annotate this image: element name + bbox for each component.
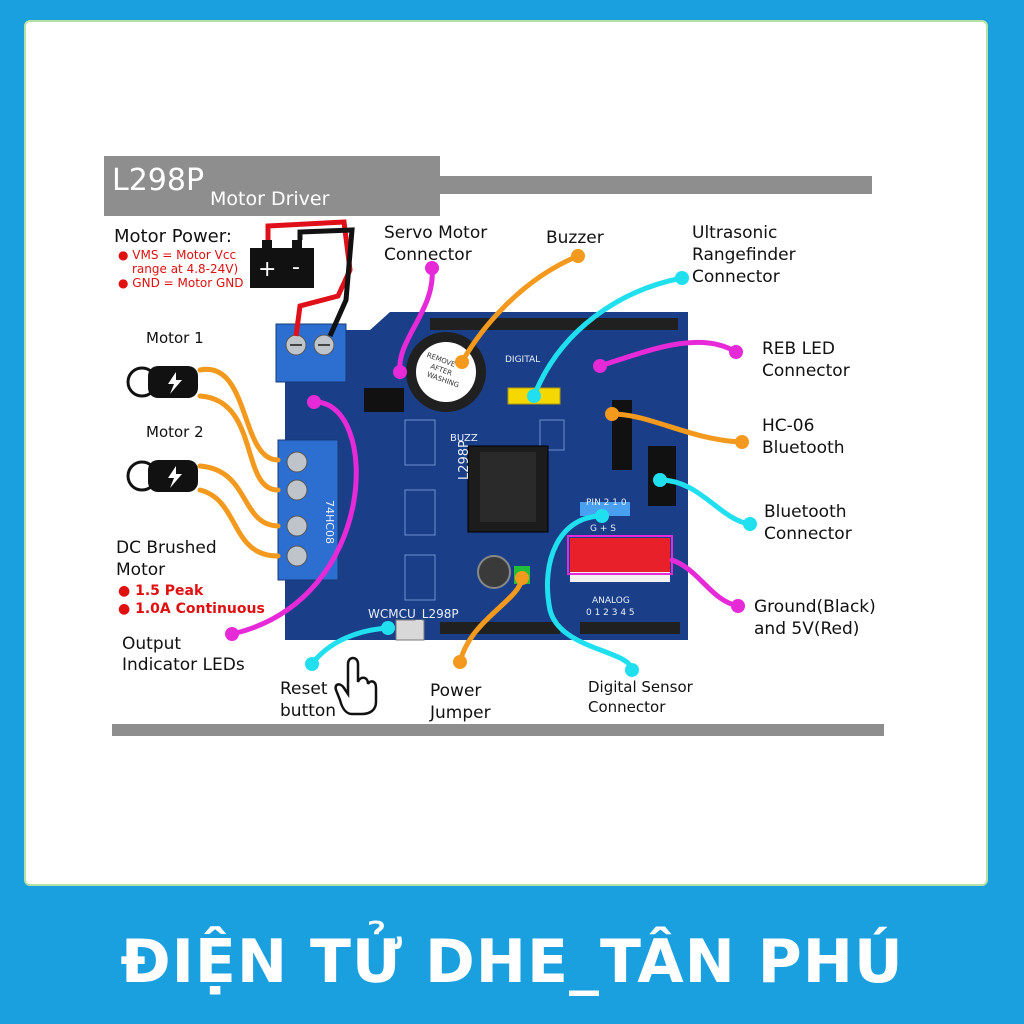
- label-output-leds-2: Indicator LEDs: [122, 655, 245, 675]
- motor-power-note-2: range at 4.8-24V): [132, 262, 239, 276]
- label-ultrasonic-2: Rangefinder: [692, 245, 796, 265]
- top-header: [430, 318, 678, 330]
- capacitor: [477, 555, 511, 589]
- bottom-header: [580, 622, 680, 634]
- label-ultrasonic-1: Ultrasonic: [692, 223, 778, 243]
- reset-button-part: [395, 619, 425, 641]
- cyan-callouts: [309, 275, 753, 673]
- motor-power-note-3: ● GND = Motor GND: [118, 276, 244, 290]
- black-wire: [297, 227, 355, 338]
- battery-icon: + -: [250, 240, 314, 288]
- svg-text:-: -: [292, 255, 300, 280]
- bottom-header-left: [440, 622, 560, 634]
- label-power-jumper-1: Power: [430, 681, 482, 701]
- label-buzzer: Buzzer: [546, 228, 604, 248]
- label-dc-motor-1: DC Brushed: [116, 538, 217, 558]
- board-pin-text: PIN 2 1 0: [586, 498, 627, 508]
- label-reset-1: Reset: [280, 679, 328, 699]
- label-power-jumper-2: Jumper: [430, 703, 491, 723]
- power-terminal: [275, 323, 347, 383]
- board-ic-text: 74HC08: [323, 500, 336, 544]
- title-sub: Motor Driver: [210, 188, 330, 210]
- label-continuous: ● 1.0A Continuous: [118, 601, 265, 617]
- label-servo-2: Connector: [384, 245, 472, 265]
- title-main: L298P: [112, 163, 205, 198]
- label-reb-led-1: REB LED: [762, 339, 835, 359]
- board-analog-text: ANALOG: [592, 596, 630, 606]
- label-servo-1: Servo Motor: [384, 223, 488, 243]
- board-analog-nums: 0 1 2 3 4 5: [586, 608, 635, 618]
- bullet: ●: [118, 248, 133, 262]
- label-dc-motor-2: Motor: [116, 560, 166, 580]
- title-box: [104, 156, 440, 216]
- orange-callouts: [197, 253, 745, 665]
- servo-pins: [364, 388, 404, 412]
- board-buzz-text: BUZZ: [450, 433, 478, 444]
- motor2-icon: [126, 460, 198, 492]
- digital-sensor-header: [580, 502, 630, 516]
- analog-header-red: [570, 538, 670, 572]
- magenta-callouts: [229, 265, 741, 637]
- label-peak: ● 1.5 Peak: [118, 583, 204, 599]
- label-bt-conn-1: Bluetooth: [764, 502, 847, 522]
- footer-brand: ĐIỆN TỬ DHE_TÂN PHÚ: [120, 927, 904, 997]
- label-hc06-2: Bluetooth: [762, 438, 845, 458]
- label-bt-conn-2: Connector: [764, 524, 852, 544]
- title-bar: [438, 176, 872, 194]
- label-digital-sensor-2: Connector: [588, 698, 666, 716]
- label-digital-sensor-1: Digital Sensor: [588, 678, 693, 696]
- board-model: WCMCU_L298P: [368, 607, 459, 621]
- motor1-icon: [126, 366, 198, 398]
- label-ground-2: and 5V(Red): [754, 619, 860, 639]
- hand-pointer-icon: [334, 656, 378, 716]
- label-hc06-1: HC-06: [762, 416, 815, 436]
- board-gvs-text: G + S: [590, 524, 616, 534]
- bullet: ●: [118, 276, 133, 290]
- label-ultrasonic-3: Connector: [692, 267, 780, 287]
- label-motor2: Motor 2: [146, 423, 204, 441]
- board-digital-text: DIGITAL: [505, 355, 541, 365]
- label-ground-1: Ground(Black): [754, 597, 876, 617]
- label-motor1: Motor 1: [146, 329, 204, 347]
- label-output-leds-1: Output: [122, 634, 182, 654]
- bottom-bar: [112, 724, 884, 736]
- label-reb-led-2: Connector: [762, 361, 850, 381]
- analog-highlight: [567, 535, 673, 575]
- label-reset-2: button: [280, 701, 337, 721]
- svg-text:+: +: [258, 257, 276, 282]
- silkscreen-traces: [404, 419, 565, 601]
- motor-power-heading: Motor Power:: [114, 226, 232, 247]
- motor-power-note-1: ● VMS = Motor Vcc: [118, 248, 237, 262]
